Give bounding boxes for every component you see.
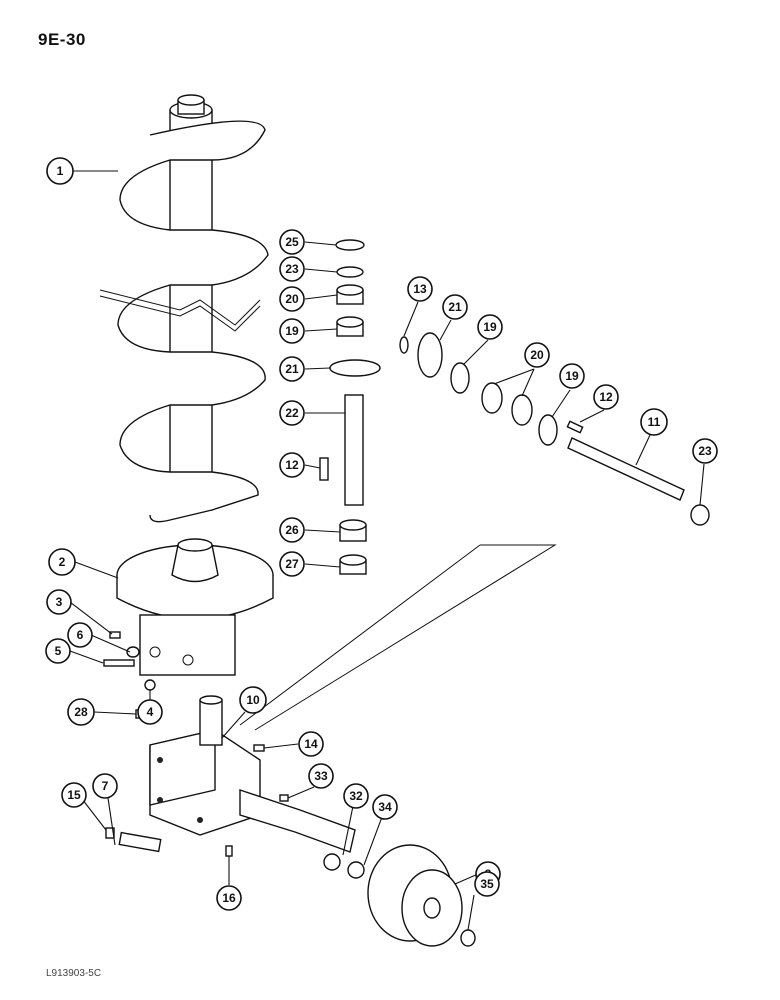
svg-text:11: 11 — [648, 415, 661, 429]
svg-text:5: 5 — [55, 644, 62, 658]
callout-35: 35 — [474, 871, 500, 897]
svg-text:23: 23 — [698, 444, 712, 458]
callout-15: 15 — [61, 782, 87, 808]
svg-text:21: 21 — [285, 362, 299, 376]
svg-text:16: 16 — [222, 891, 236, 905]
svg-text:27: 27 — [285, 557, 299, 571]
svg-text:20: 20 — [285, 292, 299, 306]
callout-13: 13 — [407, 276, 433, 302]
svg-text:26: 26 — [285, 523, 299, 537]
svg-text:6: 6 — [77, 628, 84, 642]
svg-text:7: 7 — [102, 779, 109, 793]
svg-text:3: 3 — [56, 595, 63, 609]
svg-text:14: 14 — [304, 737, 318, 751]
svg-text:12: 12 — [599, 390, 613, 404]
vertical-shaft-stack — [319, 239, 381, 575]
callout-19b: 19 — [477, 314, 503, 340]
auger — [99, 94, 269, 523]
callout-23b: 23 — [692, 438, 718, 464]
gearbox — [149, 695, 356, 853]
callout-12a: 12 — [279, 452, 305, 478]
callout-12b: 12 — [593, 384, 619, 410]
callouts: 1 2 3 4 5 6 7 8 10 11 12 12 13 14 15 16 … — [45, 157, 718, 911]
callout-1: 1 — [46, 157, 74, 185]
callout-10: 10 — [239, 686, 267, 714]
svg-text:19: 19 — [483, 320, 497, 334]
svg-text:2: 2 — [59, 555, 66, 569]
leader-lines — [69, 170, 705, 931]
callout-20b: 20 — [524, 342, 550, 368]
svg-text:13: 13 — [413, 282, 427, 296]
callout-25: 25 — [279, 229, 305, 255]
callout-22: 22 — [279, 400, 305, 426]
svg-text:28: 28 — [74, 705, 88, 719]
callout-7: 7 — [92, 773, 118, 799]
callout-23a: 23 — [279, 256, 305, 282]
callout-11: 11 — [640, 408, 668, 436]
svg-text:23: 23 — [285, 262, 299, 276]
callout-19c: 19 — [559, 363, 585, 389]
svg-text:1: 1 — [57, 164, 64, 178]
svg-text:4: 4 — [147, 705, 154, 719]
callout-4: 4 — [137, 699, 163, 725]
callout-19a: 19 — [279, 318, 305, 344]
callout-32: 32 — [343, 783, 369, 809]
svg-text:25: 25 — [285, 235, 299, 249]
sprocket-assembly — [103, 631, 476, 947]
svg-text:22: 22 — [285, 406, 299, 420]
callout-16: 16 — [216, 885, 242, 911]
callout-5: 5 — [45, 638, 71, 664]
callout-33: 33 — [308, 763, 334, 789]
svg-text:10: 10 — [246, 693, 260, 707]
drawing-code: L913903-5C — [46, 968, 102, 979]
svg-text:32: 32 — [349, 789, 363, 803]
svg-text:35: 35 — [480, 877, 494, 891]
callout-27: 27 — [279, 551, 305, 577]
svg-text:34: 34 — [378, 800, 392, 814]
callout-21b: 21 — [442, 294, 468, 320]
callout-3: 3 — [46, 589, 72, 615]
svg-text:20: 20 — [530, 348, 544, 362]
callout-26: 26 — [279, 517, 305, 543]
callout-28: 28 — [67, 698, 95, 726]
page-label: 9E-30 — [38, 30, 86, 49]
svg-text:12: 12 — [285, 458, 299, 472]
callout-34: 34 — [372, 794, 398, 820]
auger-hub — [116, 538, 274, 676]
callout-2: 2 — [48, 548, 76, 576]
svg-text:21: 21 — [448, 300, 462, 314]
callout-6: 6 — [67, 622, 93, 648]
svg-text:15: 15 — [67, 788, 81, 802]
svg-text:33: 33 — [314, 769, 328, 783]
callout-14: 14 — [298, 731, 324, 757]
svg-text:19: 19 — [285, 324, 299, 338]
horizontal-shaft-stack — [399, 332, 710, 526]
callout-20a: 20 — [279, 286, 305, 312]
svg-text:19: 19 — [565, 369, 579, 383]
callout-21a: 21 — [279, 356, 305, 382]
